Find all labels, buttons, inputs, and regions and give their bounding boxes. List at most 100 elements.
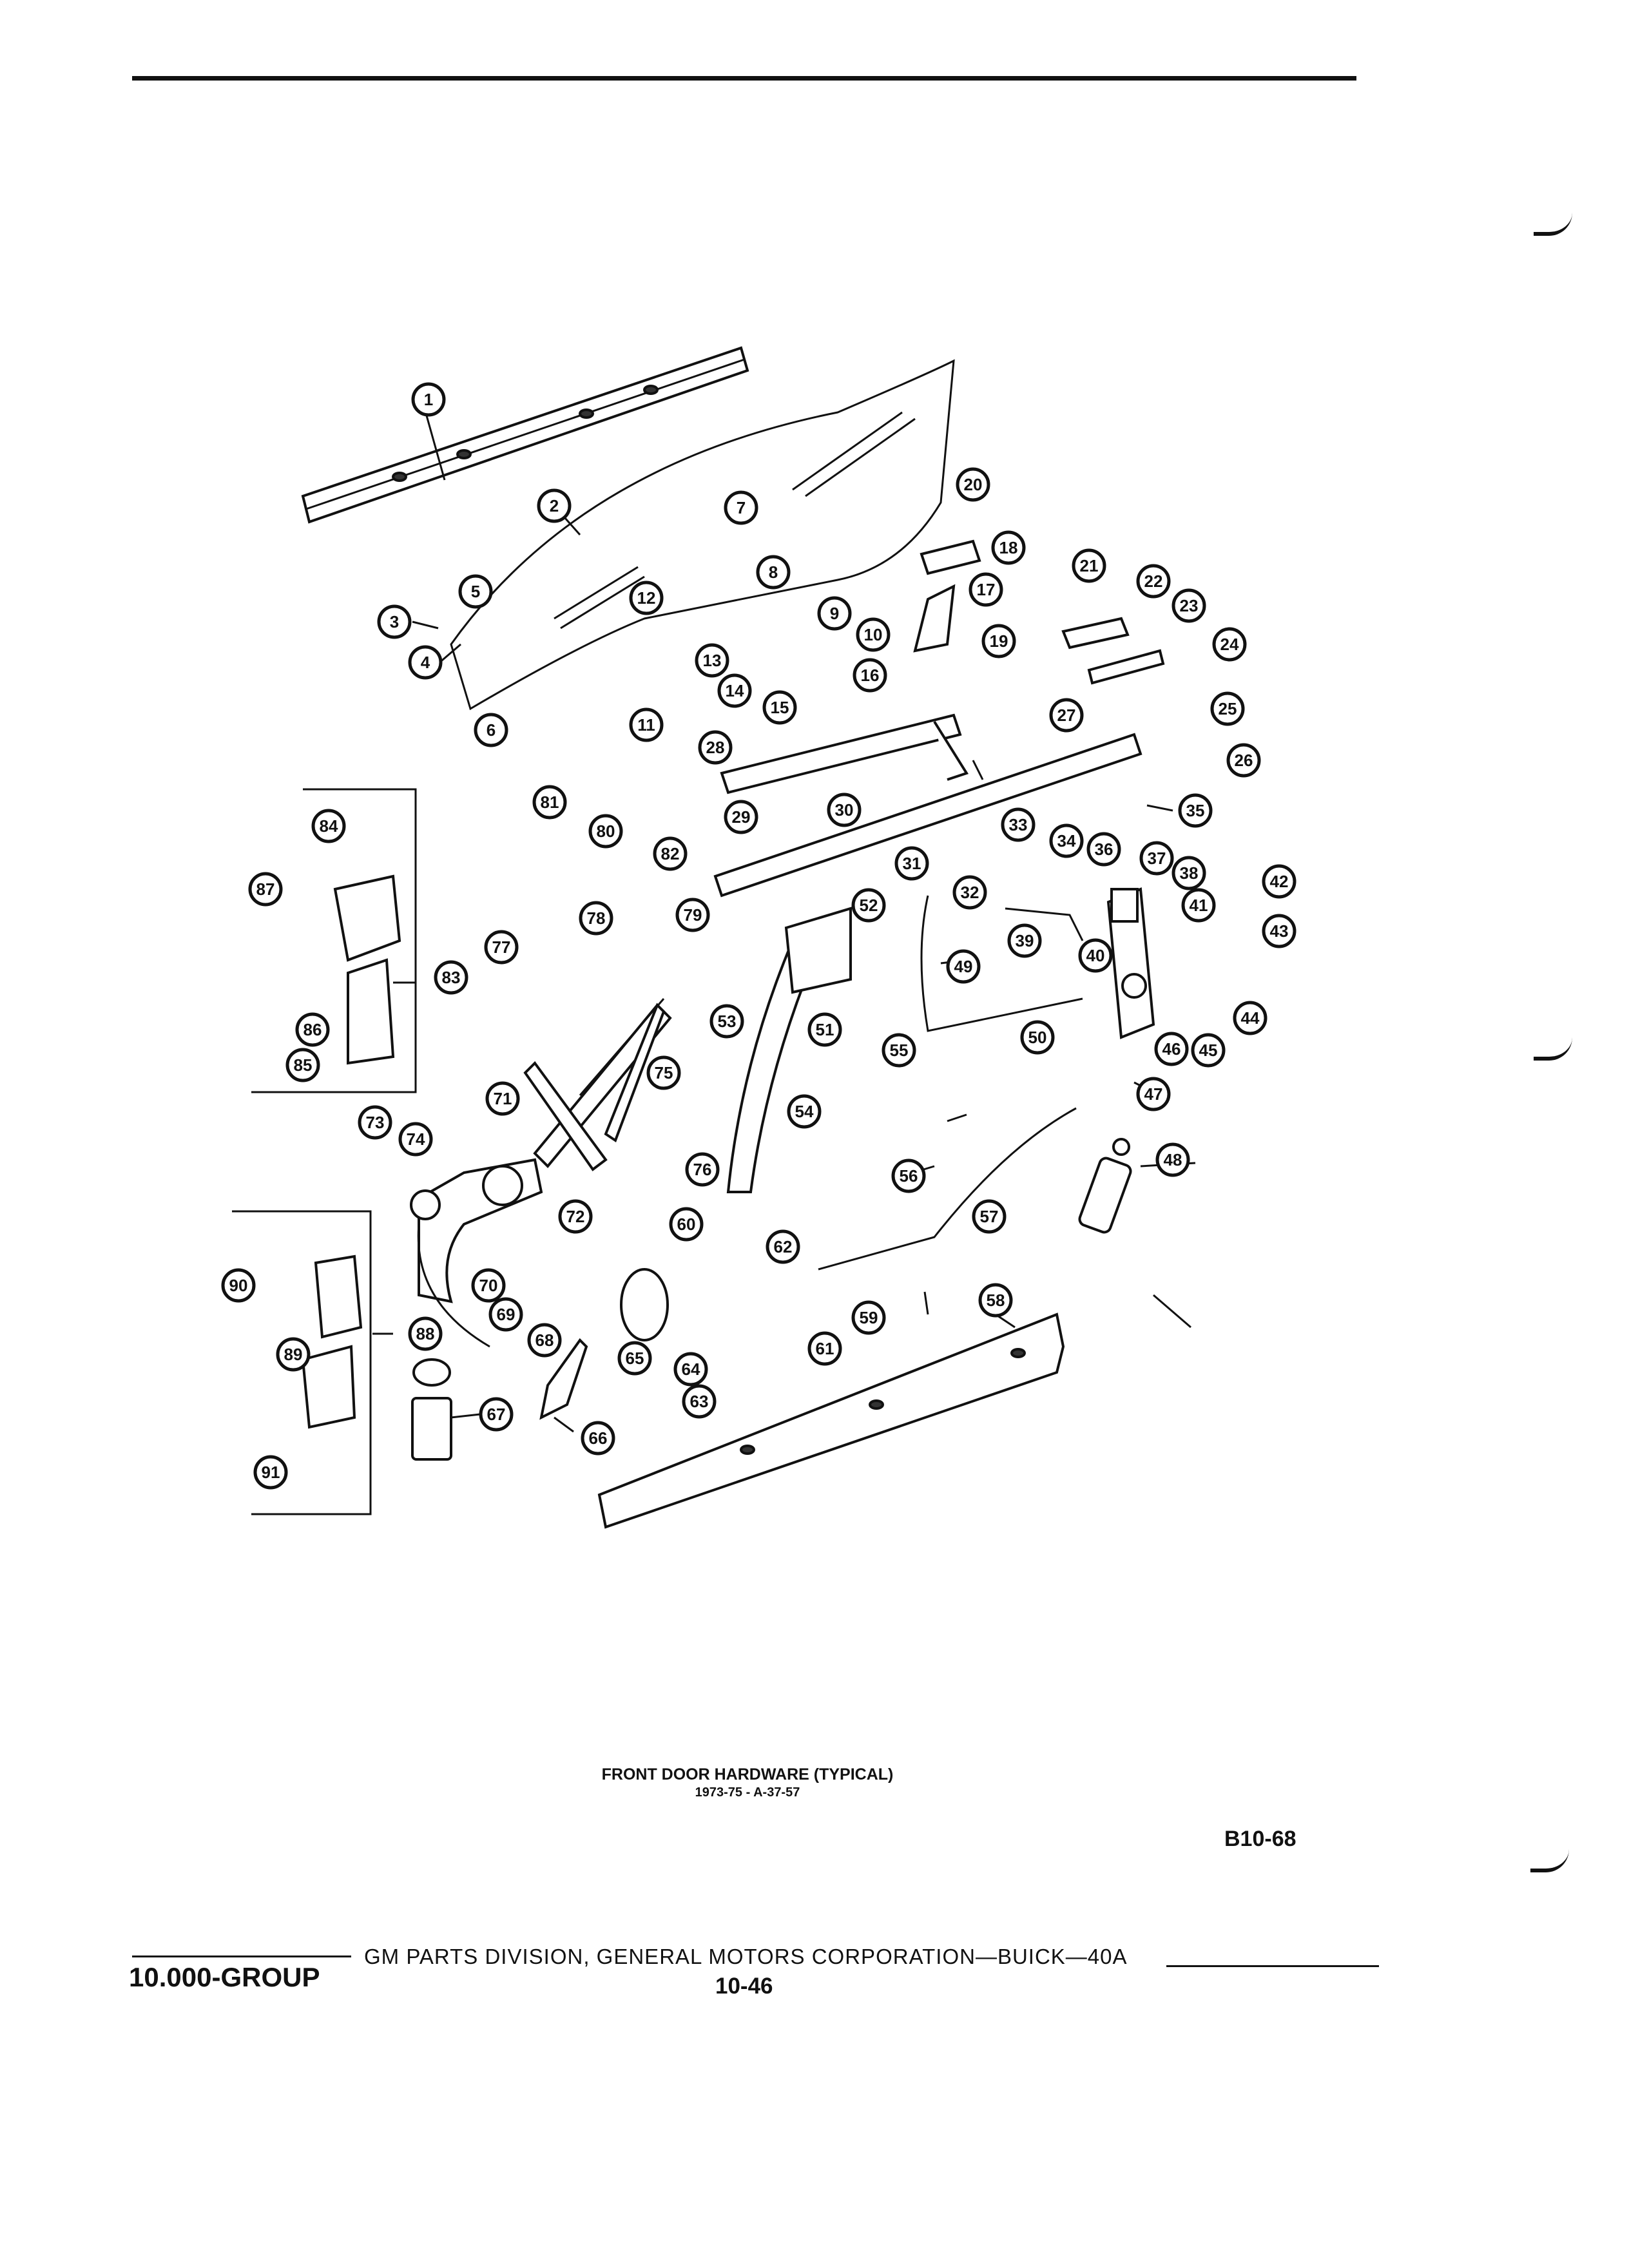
callout-89: 89	[276, 1337, 311, 1372]
callout-81: 81	[532, 785, 567, 820]
callout-number: 52	[860, 896, 878, 915]
callout-79: 79	[675, 898, 710, 932]
callout-71: 71	[485, 1081, 520, 1116]
footer-page-number: 10-46	[715, 1974, 773, 1999]
callout-bubble	[894, 846, 929, 881]
callout-bubble	[1155, 1142, 1190, 1177]
callout-bubble	[1136, 1077, 1171, 1111]
callout-number: 79	[684, 905, 702, 925]
callout-bubble	[851, 888, 886, 923]
callout-39: 39	[1007, 923, 1042, 958]
callout-24: 24	[1212, 627, 1247, 662]
footer-publisher: GM PARTS DIVISION, GENERAL MOTORS CORPOR…	[364, 1945, 1128, 1968]
callout-48: 48	[1155, 1142, 1190, 1177]
callout-bubble	[1233, 1001, 1268, 1035]
callout-18: 18	[991, 530, 1026, 565]
callout-bubble	[787, 1094, 822, 1129]
callout-number: 17	[977, 580, 996, 599]
callout-56: 56	[891, 1158, 926, 1193]
part-motor-bracket	[539, 1338, 588, 1420]
callout-68: 68	[527, 1323, 562, 1358]
callout-59: 59	[851, 1300, 886, 1335]
callout-91: 91	[253, 1455, 288, 1490]
callout-number: 42	[1270, 872, 1289, 891]
callout-number: 61	[816, 1339, 834, 1358]
callout-bubble	[408, 1316, 443, 1351]
callout-82: 82	[653, 836, 688, 871]
callout-number: 27	[1057, 706, 1076, 725]
top-rule	[132, 76, 1356, 81]
callout-20: 20	[956, 467, 990, 502]
callout-number: 78	[587, 908, 606, 928]
callout-bubble	[991, 530, 1026, 565]
callout-number: 62	[774, 1237, 793, 1256]
callout-bubble	[981, 624, 1016, 658]
callout-bubble	[669, 1207, 704, 1242]
part-lock-rod	[818, 1107, 1077, 1271]
callout-bubble	[1136, 564, 1171, 599]
callout-number: 13	[703, 651, 722, 670]
callout-49: 49	[946, 949, 981, 984]
callout-bubble	[853, 658, 887, 693]
figure-subtitle: 1973-75 - A-37-57	[695, 1785, 800, 1800]
figure-caption: FRONT DOOR HARDWARE (TYPICAL) 1973-75 - …	[490, 1765, 1005, 1800]
callout-number: 4	[421, 653, 430, 672]
callout-number: 51	[816, 1020, 834, 1039]
callout-bubble	[1154, 1032, 1189, 1066]
callout-74: 74	[398, 1122, 433, 1157]
callout-63: 63	[682, 1384, 717, 1419]
callout-75: 75	[646, 1055, 681, 1090]
callout-1: 1	[411, 382, 446, 417]
callout-44: 44	[1233, 1001, 1268, 1035]
callout-8: 8	[756, 555, 791, 590]
callout-34: 34	[1049, 823, 1084, 858]
callout-bubble	[1210, 691, 1245, 726]
callout-9: 9	[817, 596, 852, 631]
callout-number: 68	[535, 1331, 554, 1350]
callout-bubble	[698, 730, 733, 765]
leader-lines	[372, 410, 1196, 1433]
callout-bubble	[617, 1341, 652, 1376]
callout-number: 63	[690, 1392, 709, 1411]
callout-58: 58	[978, 1283, 1013, 1318]
part-power-lock-actuator	[1078, 1138, 1132, 1234]
callout-bubble	[653, 836, 688, 871]
callout-bubble	[295, 1012, 330, 1047]
callout-number: 72	[566, 1207, 585, 1226]
callout-number: 48	[1164, 1150, 1182, 1169]
callout-bubble	[558, 1199, 593, 1234]
callout-number: 55	[890, 1041, 909, 1060]
callout-bubble	[851, 1300, 886, 1335]
callout-number: 66	[589, 1428, 608, 1448]
callout-number: 9	[830, 604, 839, 623]
callout-35: 35	[1178, 793, 1213, 828]
callout-number: 1	[424, 390, 433, 409]
callout-number: 73	[366, 1113, 385, 1132]
callout-bubble	[946, 949, 981, 984]
callout-number: 7	[737, 498, 746, 517]
callout-65: 65	[617, 1341, 652, 1376]
callout-67: 67	[479, 1397, 514, 1432]
callout-42: 42	[1262, 864, 1296, 899]
callout-bubble	[1001, 807, 1036, 842]
callout-number: 25	[1219, 699, 1237, 718]
callout-40: 40	[1078, 938, 1113, 973]
callout-bubble	[311, 809, 346, 843]
callout-25: 25	[1210, 691, 1245, 726]
part-remote-rod	[920, 895, 1083, 1032]
callout-bubble	[1181, 888, 1216, 923]
callout-21: 21	[1072, 548, 1106, 583]
callout-27: 27	[1049, 698, 1084, 733]
footer-rule-right	[1166, 1965, 1379, 1967]
callout-number: 34	[1057, 831, 1076, 850]
callout-bubble	[1078, 938, 1113, 973]
lower-hinge-inset-box	[232, 1210, 372, 1515]
part-glass-run-lower-channel	[726, 907, 852, 1193]
callout-bubble	[253, 1455, 288, 1490]
callout-number: 6	[487, 720, 496, 740]
callout-number: 54	[795, 1102, 814, 1121]
callout-bubble	[682, 1384, 717, 1419]
callout-number: 37	[1148, 849, 1166, 868]
callout-bubble	[1171, 588, 1206, 623]
figure-title: FRONT DOOR HARDWARE (TYPICAL)	[601, 1765, 894, 1783]
